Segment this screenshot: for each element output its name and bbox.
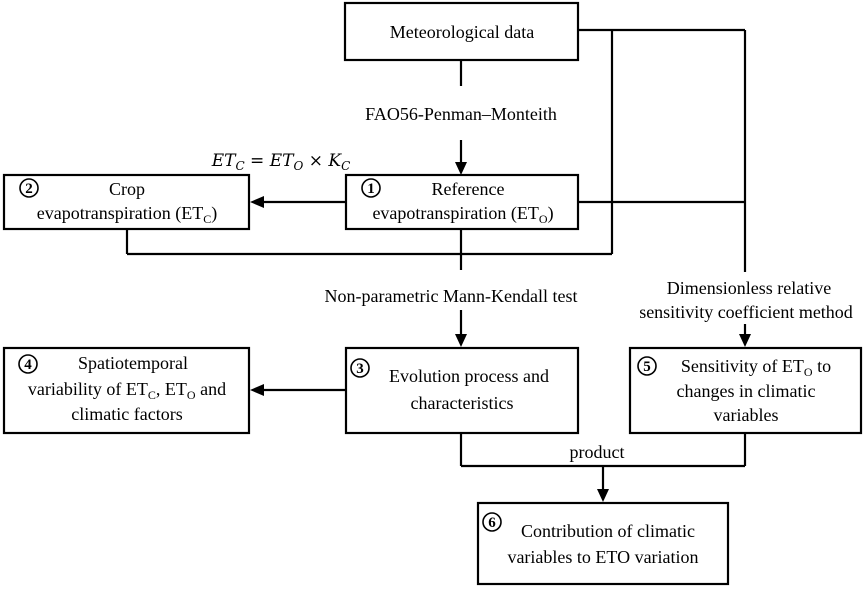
number-circle-2 bbox=[19, 178, 39, 198]
box-crop-evapotranspiration bbox=[2, 173, 251, 231]
box-sensitivity bbox=[628, 346, 863, 435]
number-5: 5 bbox=[643, 359, 651, 375]
sensitivity-line1: Sensitivity of ETO to bbox=[681, 356, 831, 379]
formula-etc: ETC = ETO × KC bbox=[211, 151, 351, 173]
arrowhead-to-crop bbox=[250, 196, 264, 208]
number-circle-3 bbox=[350, 358, 370, 378]
number-1: 1 bbox=[367, 181, 375, 197]
box-reference-evapotranspiration bbox=[344, 173, 580, 231]
box-meteorological-data bbox=[343, 1, 580, 62]
spatiotemporal-line2: variability of ETC, ETO and bbox=[28, 379, 226, 402]
number-4: 4 bbox=[24, 357, 32, 373]
number-circle-1 bbox=[361, 178, 381, 198]
label-fao56-penman-monteith: FAO56-Penman–Monteith bbox=[365, 104, 557, 124]
box-spatiotemporal-variability bbox=[2, 346, 251, 435]
label-sensitivity-method-2: sensitivity coefficient method bbox=[639, 302, 853, 322]
number-circle-5 bbox=[637, 356, 657, 376]
arrowhead-to-reference bbox=[455, 162, 467, 175]
sensitivity-line3: variables bbox=[714, 405, 779, 425]
number-2: 2 bbox=[25, 181, 33, 197]
crop-line2: evapotranspiration (ETC) bbox=[37, 203, 217, 226]
number-3: 3 bbox=[356, 361, 364, 377]
contribution-line1: Contribution of climatic bbox=[521, 521, 695, 541]
meteorological-data-label: Meteorological data bbox=[390, 22, 534, 42]
label-sensitivity-method-1: Dimensionless relative bbox=[667, 278, 831, 298]
box-evolution-process bbox=[344, 346, 580, 435]
arrowhead-to-spatiotemporal bbox=[250, 384, 264, 396]
arrowhead-to-contribution bbox=[597, 489, 609, 502]
arrowhead-to-sensitivity bbox=[739, 334, 751, 347]
arrowhead-to-evolution bbox=[455, 334, 467, 347]
reference-line1: Reference bbox=[432, 179, 505, 199]
connectors bbox=[125, 28, 751, 502]
number-6: 6 bbox=[488, 515, 496, 531]
number-circle-6 bbox=[482, 512, 502, 532]
evolution-line1: Evolution process and bbox=[389, 366, 549, 386]
number-circle-4 bbox=[18, 354, 38, 374]
spatiotemporal-line1: Spatiotemporal bbox=[78, 353, 188, 373]
label-product: product bbox=[570, 442, 625, 462]
reference-line2: evapotranspiration (ETO) bbox=[372, 203, 553, 226]
spatiotemporal-line3: climatic factors bbox=[71, 404, 182, 424]
crop-line1: Crop bbox=[109, 179, 145, 199]
contribution-line2: variables to ETO variation bbox=[507, 547, 698, 567]
box-contribution bbox=[476, 501, 730, 586]
evolution-line2: characteristics bbox=[411, 393, 514, 413]
label-mann-kendall: Non-parametric Mann-Kendall test bbox=[325, 286, 578, 306]
sensitivity-line2: changes in climatic bbox=[677, 381, 816, 401]
